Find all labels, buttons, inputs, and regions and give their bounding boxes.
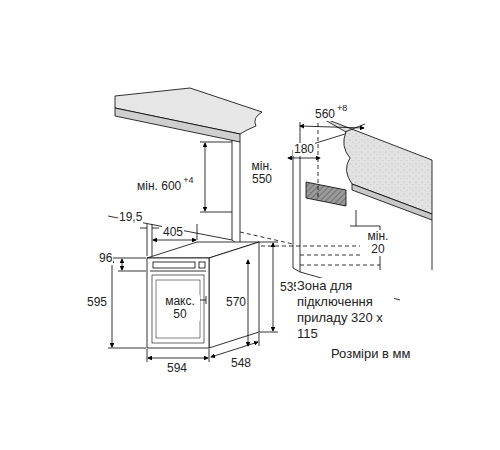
dimension: 594 [166, 362, 188, 375]
dimension: 19,5 [118, 211, 143, 224]
units-note: Розміри в мм [330, 346, 411, 362]
dimension: 405 [162, 226, 184, 239]
zone-note: Зона для підключення приладу 320 x 115 [296, 278, 394, 342]
dimension: мін. 550 [244, 160, 280, 186]
dimension: мін. 600 [136, 180, 182, 193]
dimension: 570 [225, 296, 247, 309]
tolerance: +4 [182, 176, 194, 185]
dimension: 595 [86, 296, 108, 309]
dimension: 560 [314, 108, 336, 121]
dimension: 180 [293, 143, 315, 156]
dimension: макс. 50 [160, 295, 200, 321]
dimension: мін. 20 [360, 230, 396, 256]
dimension: 548 [230, 357, 252, 370]
tolerance: +8 [336, 104, 348, 113]
dimension: 96 [98, 252, 113, 265]
